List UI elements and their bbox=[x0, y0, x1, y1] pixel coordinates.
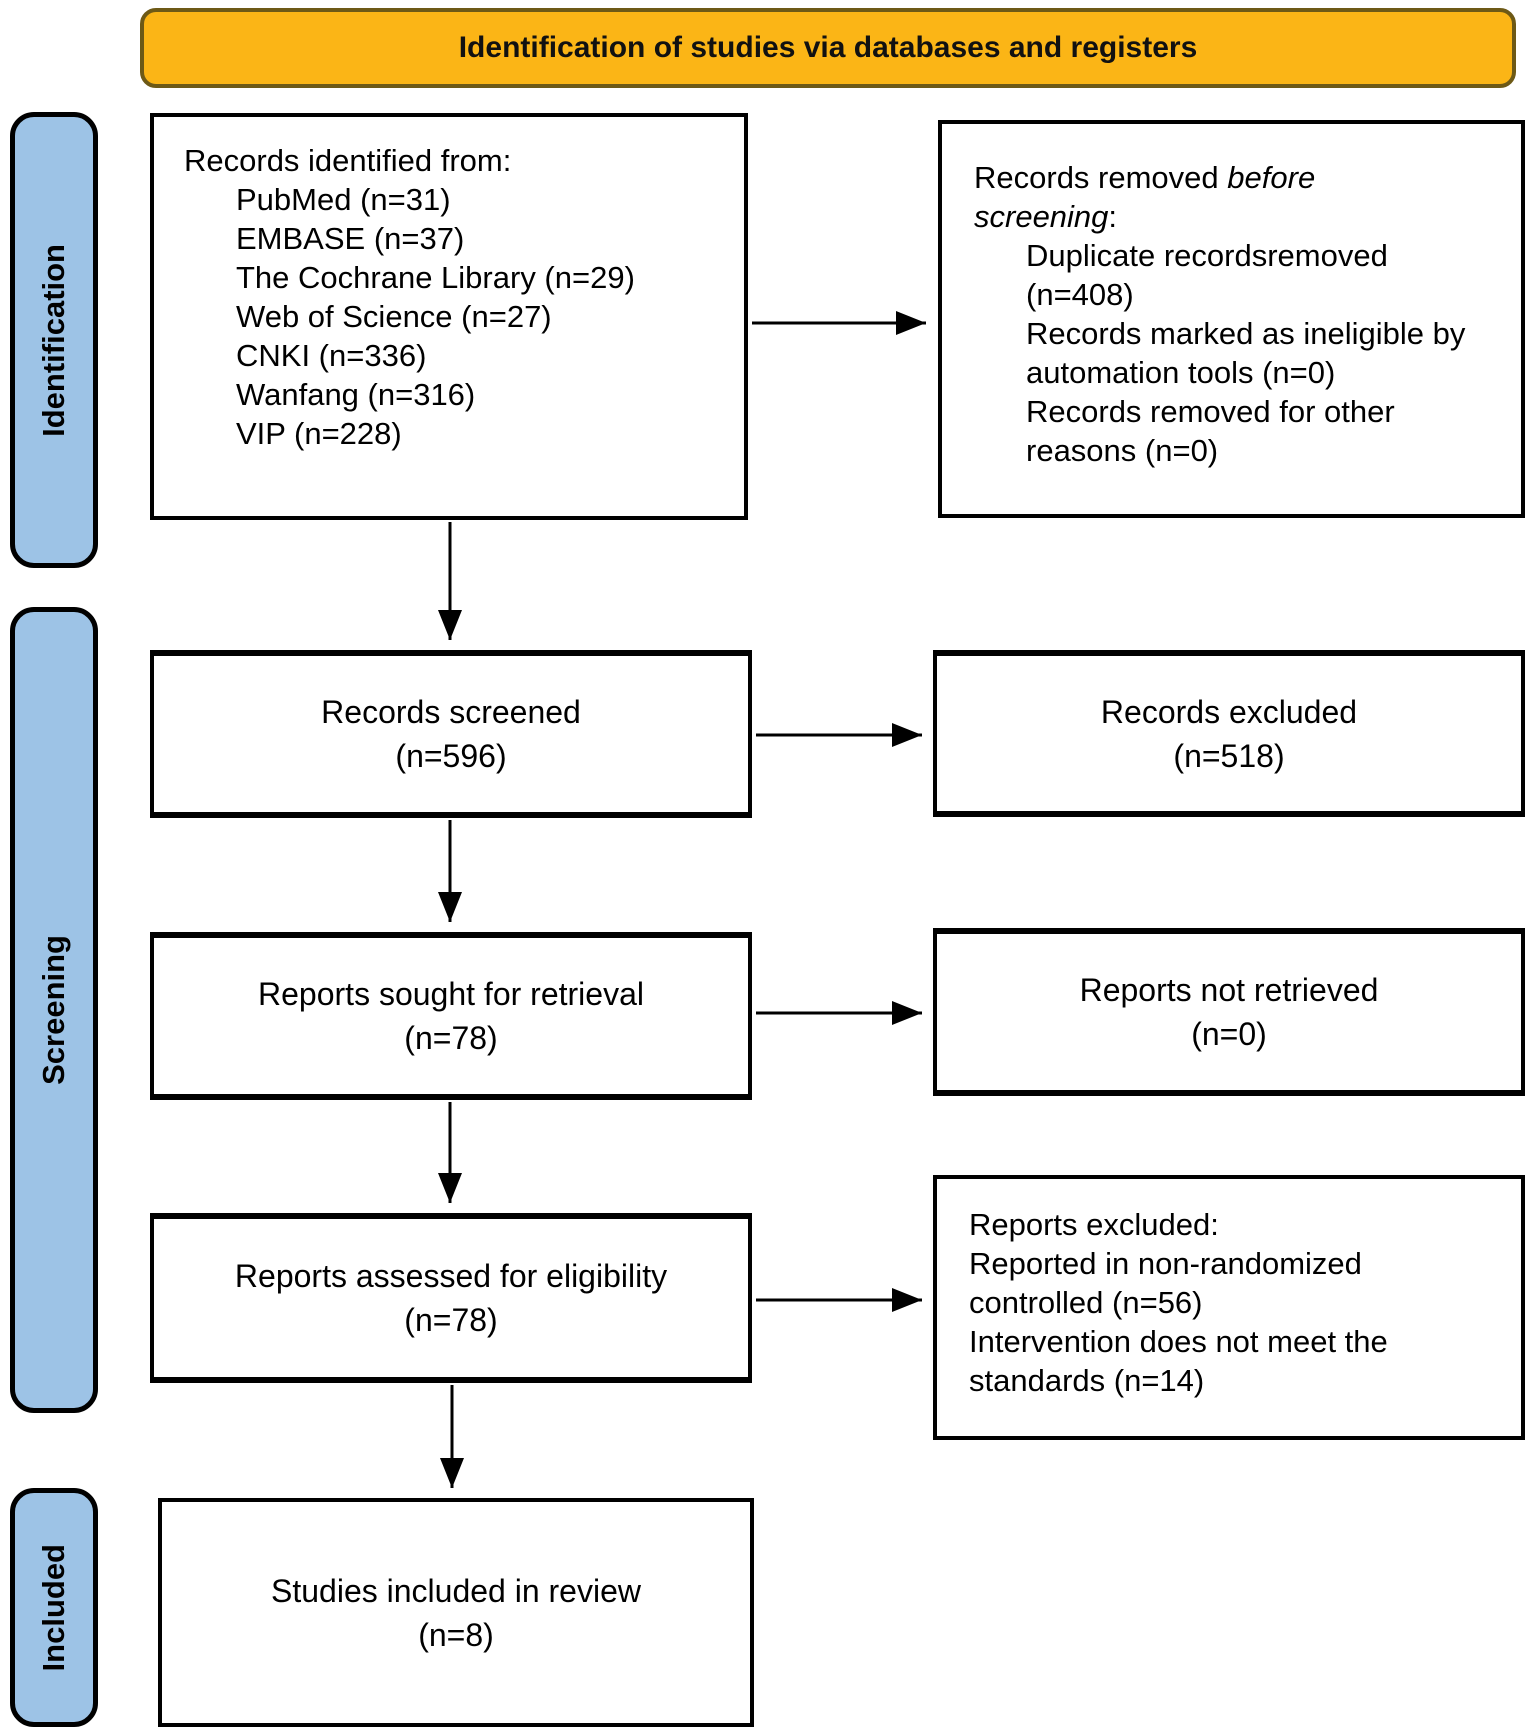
records-identified-title: Records identified from: bbox=[184, 143, 512, 178]
reports-sought-box: Reports sought for retrieval (n=78) bbox=[150, 932, 752, 1100]
reports-assessed-box: Reports assessed for eligibility (n=78) bbox=[150, 1213, 752, 1383]
reports-sought-label: Reports sought for retrieval bbox=[258, 976, 644, 1012]
stage-screening: Screening bbox=[10, 607, 98, 1413]
records-screened-label: Records screened bbox=[321, 694, 581, 730]
stage-identification: Identification bbox=[10, 112, 98, 568]
records-screened-box: Records screened (n=596) bbox=[150, 650, 752, 818]
banner: Identification of studies via databases … bbox=[140, 8, 1516, 88]
records-screened-count: (n=596) bbox=[395, 738, 507, 774]
reports-sought-count: (n=78) bbox=[404, 1020, 498, 1056]
stage-identification-label: Identification bbox=[36, 243, 71, 437]
records-removed-title: Records removed before screening: bbox=[974, 160, 1316, 234]
records-excluded-label: Records excluded bbox=[1100, 693, 1358, 730]
source-item: PubMed (n=31) bbox=[236, 182, 451, 217]
records-excluded-box: Records excluded (n=518) bbox=[933, 650, 1525, 817]
reports-not-retrieved-count: (n=0) bbox=[1191, 1016, 1267, 1052]
reports-excluded-title: Reports excluded: bbox=[969, 1207, 1219, 1242]
reports-not-retrieved-box: Reports not retrieved (n=0) bbox=[933, 928, 1525, 1096]
removed-reason-item: Records removed for other reasons (n=0) bbox=[1026, 394, 1395, 468]
exclusion-reason-item: Reported in non-randomized controlled (n… bbox=[969, 1246, 1362, 1320]
records-identified-box: Records identified from: PubMed (n=31) E… bbox=[150, 113, 748, 520]
stage-included: Included bbox=[10, 1488, 98, 1727]
reports-excluded-box: Reports excluded: Reported in non-random… bbox=[933, 1175, 1525, 1440]
banner-title: Identification of studies via databases … bbox=[458, 31, 1198, 64]
removed-reason-item: Records marked as ineligible by automati… bbox=[1026, 316, 1466, 390]
studies-included-count: (n=8) bbox=[418, 1616, 494, 1653]
reports-assessed-count: (n=78) bbox=[404, 1302, 498, 1338]
removed-reason-item: Duplicate recordsremoved (n=408) bbox=[1026, 238, 1388, 312]
source-item: VIP (n=228) bbox=[236, 416, 402, 451]
reports-assessed-label: Reports assessed for eligibility bbox=[234, 1258, 668, 1294]
stage-included-label: Included bbox=[36, 1543, 71, 1672]
studies-included-label: Studies included in review bbox=[271, 1572, 641, 1609]
stage-screening-label: Screening bbox=[36, 935, 71, 1085]
records-removed-title-italic: before screening bbox=[974, 160, 1316, 234]
source-item: CNKI (n=336) bbox=[236, 338, 427, 373]
records-excluded-count: (n=518) bbox=[1173, 737, 1285, 774]
records-removed-box: Records removed before screening: Duplic… bbox=[938, 120, 1525, 518]
studies-included-box: Studies included in review (n=8) bbox=[158, 1498, 754, 1727]
source-item: Wanfang (n=316) bbox=[236, 377, 476, 412]
exclusion-reason-item: Intervention does not meet the standards… bbox=[969, 1324, 1388, 1398]
reports-not-retrieved-label: Reports not retrieved bbox=[1079, 972, 1379, 1008]
source-item: Web of Science (n=27) bbox=[236, 299, 552, 334]
source-item: EMBASE (n=37) bbox=[236, 221, 465, 256]
source-item: The Cochrane Library (n=29) bbox=[236, 260, 635, 295]
